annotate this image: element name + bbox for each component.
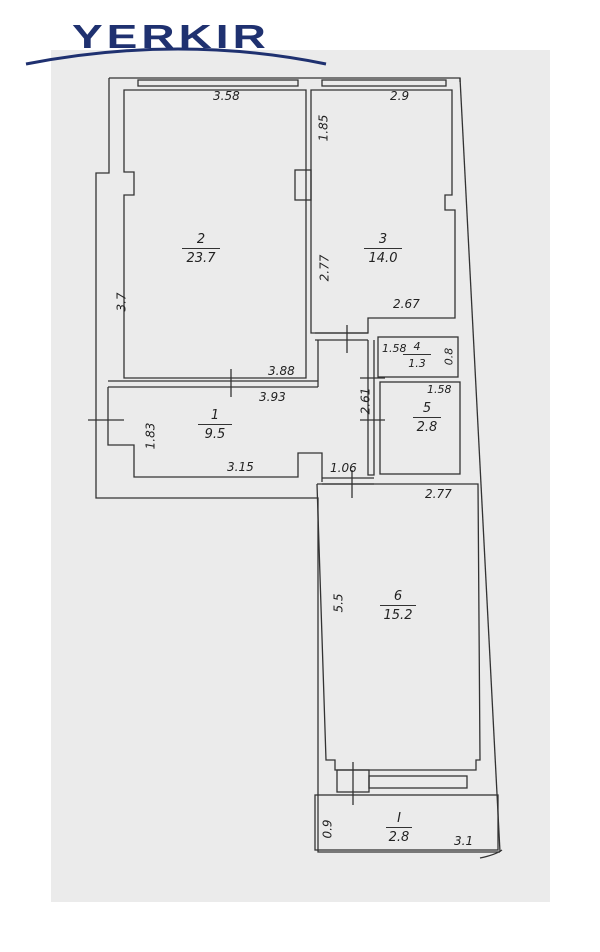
- dim-room2-height: 3.7: [114, 292, 129, 312]
- dim-room2-width: 3.58: [213, 89, 240, 103]
- dim-balcony-width: 3.1: [454, 834, 474, 848]
- dim-hall-height: 1.83: [143, 422, 158, 450]
- dim-room6-width: 2.77: [425, 487, 452, 501]
- dim-room2-bottom-width: 3.88: [268, 364, 295, 378]
- dim-room3-width: 2.9: [390, 89, 410, 103]
- logo-text: YERKIR: [72, 17, 270, 56]
- logo-arc-icon: [25, 47, 327, 66]
- dim-room3-window-depth: 1.85: [316, 114, 331, 142]
- dim-hall-top-width: 3.93: [259, 390, 286, 404]
- dim-room4-width: 1.58: [382, 342, 407, 355]
- dim-corridor-height: 2.61: [358, 387, 373, 415]
- dim-door-width: 1.06: [330, 461, 357, 475]
- dim-hall-bottom-width: 3.15: [227, 460, 254, 474]
- dim-room5-width: 1.58: [427, 383, 452, 396]
- dim-room4-height: 0.8: [442, 347, 456, 366]
- dim-room3-bottom-width: 2.67: [393, 297, 420, 311]
- brand-logo: YERKIR: [20, 14, 340, 74]
- dim-balcony-height: 0.9: [320, 819, 335, 839]
- dim-room6-height: 5.5: [331, 593, 346, 613]
- dim-room3-height: 2.77: [317, 254, 332, 282]
